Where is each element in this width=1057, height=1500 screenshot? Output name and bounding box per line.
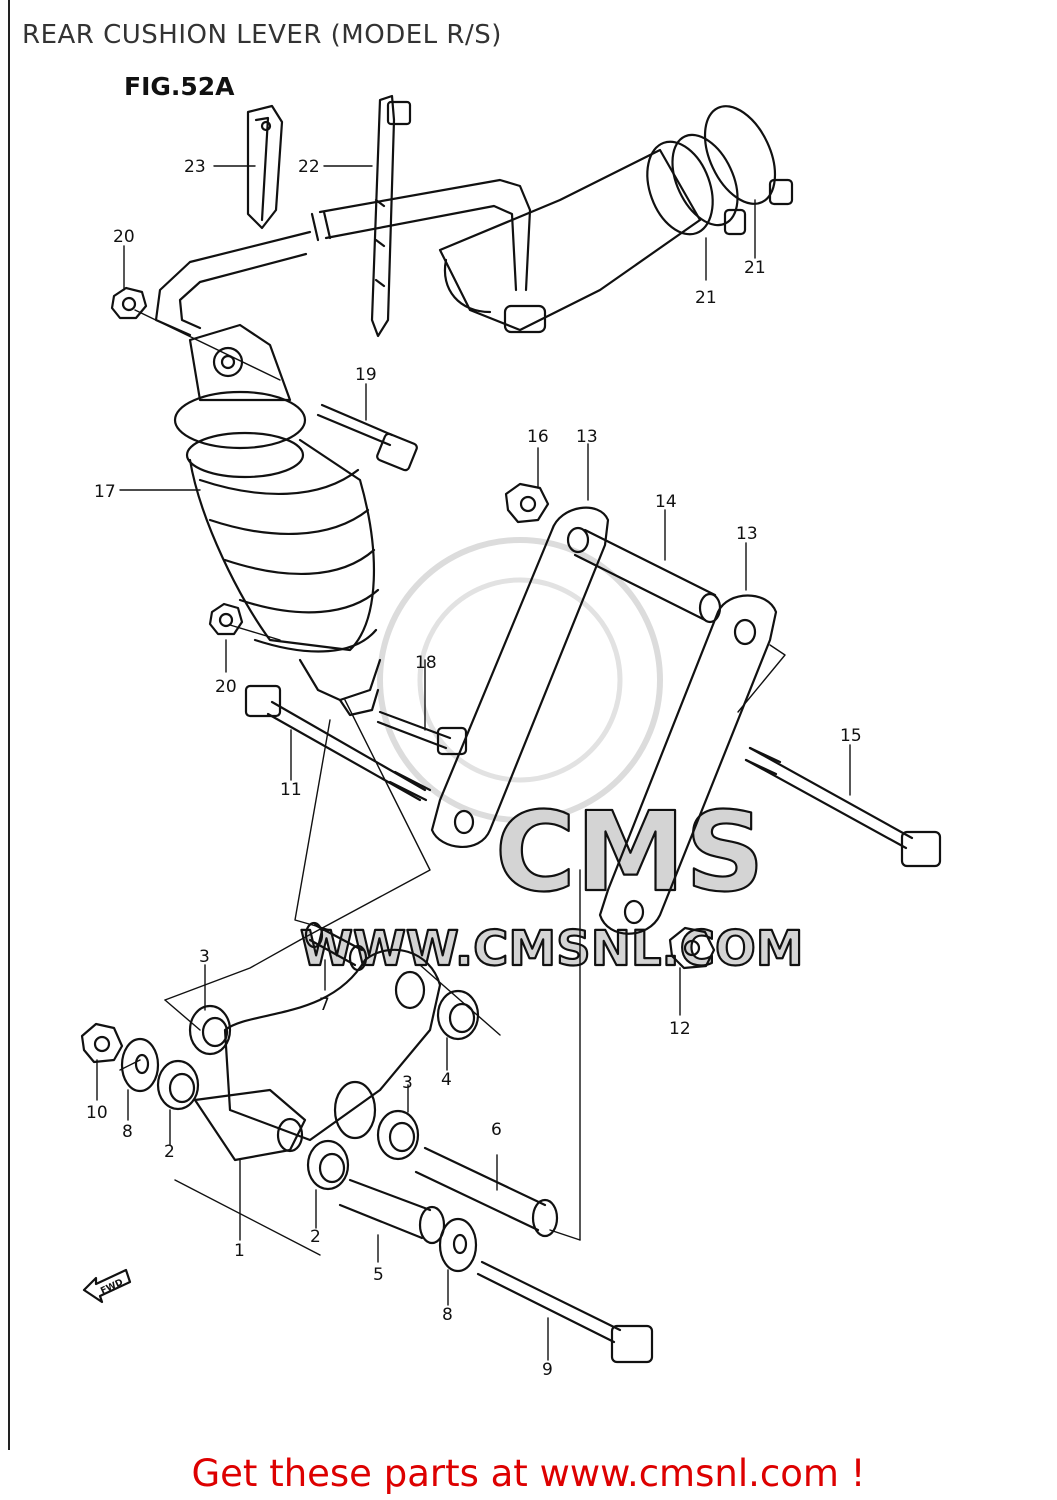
fwd-arrow-icon: FWD (82, 1268, 132, 1304)
callout-11: 11 (280, 780, 302, 800)
callout-1: 1 (234, 1241, 245, 1261)
part-14-spacer (573, 528, 722, 624)
part-21-hose-clamps (671, 105, 794, 236)
callout-13-rear: 13 (736, 524, 758, 544)
callout-22: 22 (298, 157, 320, 177)
callout-8-left: 8 (122, 1122, 133, 1142)
callout-17: 17 (94, 482, 116, 502)
callout-15: 15 (840, 726, 862, 746)
page-border (8, 0, 10, 1450)
page-title: REAR CUSHION LEVER (MODEL R/S) (22, 20, 502, 50)
part-15-bolt (744, 746, 942, 868)
callout-16: 16 (527, 427, 549, 447)
part-reservoir-tank (438, 140, 714, 334)
callout-3-lower: 3 (402, 1073, 413, 1093)
callout-2-left: 2 (164, 1142, 175, 1162)
part-20-nut-upper (110, 286, 148, 320)
part-22-tie (370, 94, 412, 338)
part-9-bolt (476, 1260, 654, 1364)
callout-19: 19 (355, 365, 377, 385)
figure-label: FIG.52A (124, 72, 235, 101)
callout-14: 14 (655, 492, 677, 512)
part-8-washer-left (120, 1037, 160, 1093)
part-2-bearing-left (156, 1059, 200, 1111)
callout-2-right: 2 (310, 1227, 321, 1247)
callout-13-front: 13 (576, 427, 598, 447)
callout-20-lower: 20 (215, 677, 237, 697)
part-1-cushion-lever (193, 948, 442, 1162)
callout-20-upper: 20 (113, 227, 135, 247)
callout-5: 5 (373, 1265, 384, 1285)
part-10-nut (80, 1022, 124, 1064)
watermark-url: WWW.CMSNL.COM (300, 921, 804, 977)
part-18-bolt (376, 710, 468, 756)
callout-18: 18 (415, 653, 437, 673)
part-16-nut (504, 482, 550, 524)
callout-12: 12 (669, 1019, 691, 1039)
callout-6: 6 (491, 1120, 502, 1140)
part-20-nut-lower (208, 602, 244, 636)
callout-21-left: 21 (695, 288, 717, 308)
part-13-cushion-rod-rear (598, 594, 778, 935)
part-3-bearing-lower (376, 1109, 420, 1161)
part-3-bearing-upper (188, 1004, 232, 1056)
part-6-spacer (414, 1146, 559, 1238)
callout-9: 9 (542, 1360, 553, 1380)
callout-7: 7 (319, 995, 330, 1015)
watermark-brand: CMS (495, 788, 764, 916)
part-17-rear-shock-absorber (173, 323, 382, 717)
callout-3-upper: 3 (199, 947, 210, 967)
part-11-bolt (244, 684, 432, 802)
exploded-parts-diagram: CMS WWW.CMSNL.COM (80, 94, 942, 1380)
callout-8-lower: 8 (442, 1305, 453, 1325)
callout-leaders (96, 165, 851, 1361)
callout-21-right: 21 (744, 258, 766, 278)
part-5-spacer (338, 1178, 446, 1245)
part-2-bearing-right (306, 1139, 350, 1191)
callout-4: 4 (441, 1070, 452, 1090)
shop-link[interactable]: Get these parts at www.cmsnl.com ! (191, 1452, 866, 1495)
part-12-nut (668, 926, 716, 970)
callout-10: 10 (86, 1103, 108, 1123)
part-8-washer-lower (438, 1217, 478, 1273)
watermark: CMS WWW.CMSNL.COM (299, 537, 805, 978)
assembly-lines (119, 309, 786, 1256)
callout-23: 23 (184, 157, 206, 177)
part-23-clip (246, 104, 284, 230)
part-13-cushion-rod-front (430, 506, 610, 848)
part-19-bolt (316, 403, 418, 472)
